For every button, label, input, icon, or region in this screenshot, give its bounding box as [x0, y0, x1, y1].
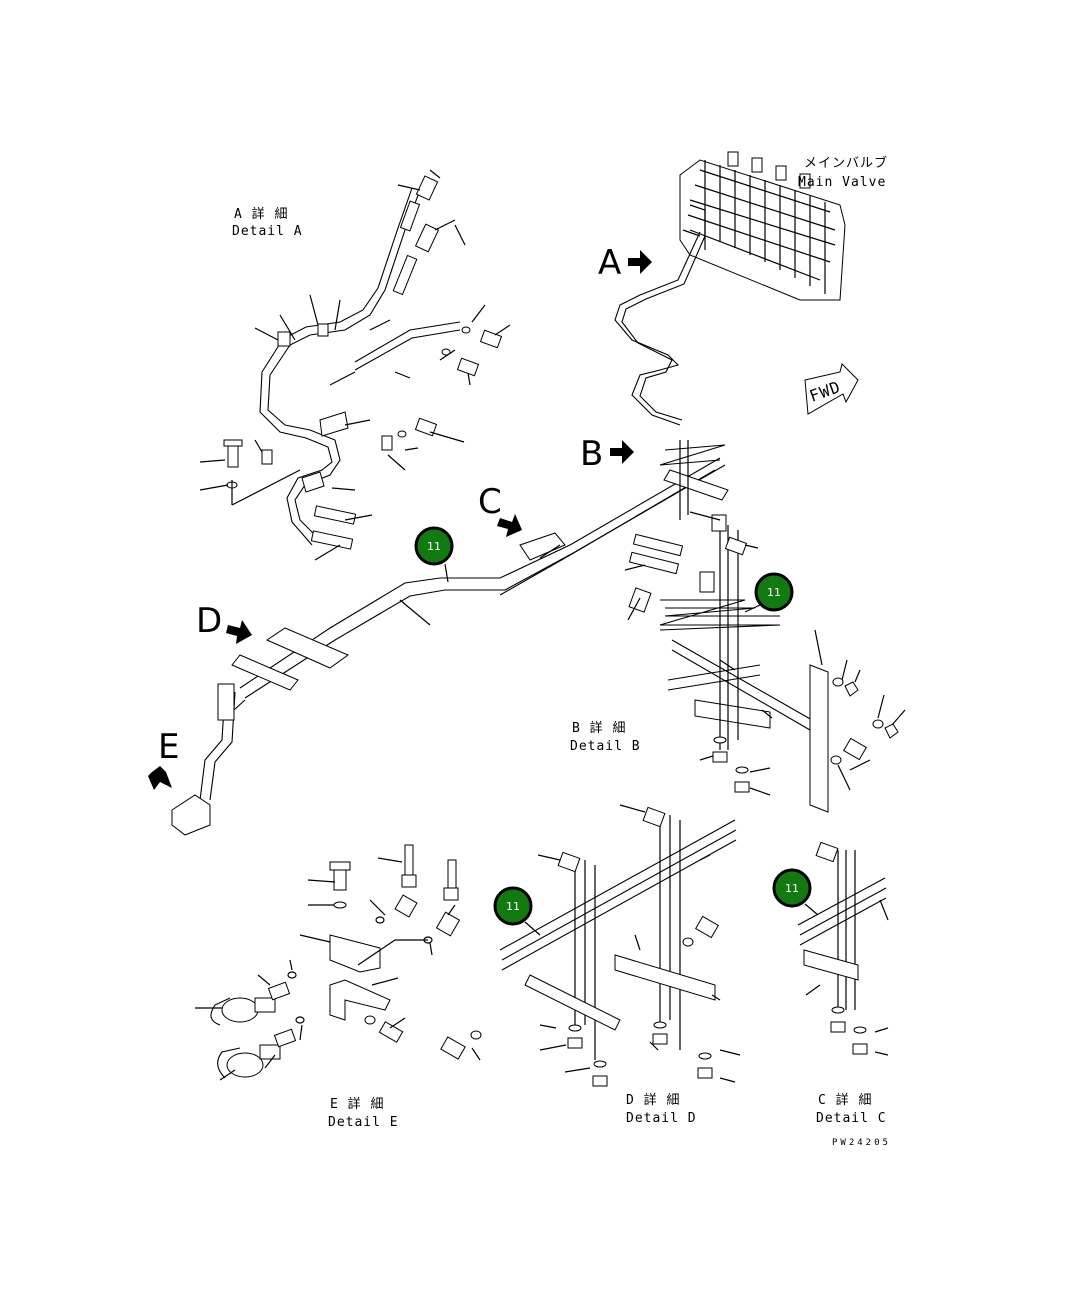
marker-a: A [598, 243, 652, 283]
detail-b-label: B 詳 細 Detail B [570, 720, 641, 754]
svg-text:C 詳 細: C 詳 細 [818, 1092, 872, 1108]
svg-text:E: E [158, 727, 179, 767]
detail-d-label: D 詳 細 Detail D [626, 1092, 697, 1126]
marker-b: B [580, 434, 634, 474]
marker-e-arrow [148, 766, 172, 790]
marker-e: E [148, 727, 179, 790]
detail-e-label: E 詳 細 Detail E [328, 1096, 399, 1130]
callout-11-detail-c: 11 [772, 868, 819, 916]
detail-d-drawing [440, 804, 741, 1087]
marker-a-arrow [628, 250, 652, 274]
detail-e-drawing [195, 844, 461, 1081]
callout-11-detail-b: 11 [744, 572, 794, 613]
callout-11-detail-d: 11 [493, 886, 541, 936]
marker-d: D [196, 601, 252, 644]
svg-text:B: B [580, 434, 603, 474]
marker-c-arrow [497, 514, 522, 537]
svg-text:Detail B: Detail B [570, 739, 641, 754]
callout-11-main-pipe: 11 [414, 526, 454, 583]
drawing-code: PW24205 [832, 1138, 891, 1148]
detail-b-drawing [624, 511, 906, 813]
svg-text:Main Valve: Main Valve [798, 175, 886, 190]
marker-c: C [478, 482, 522, 537]
svg-text:Detail D: Detail D [626, 1111, 697, 1126]
svg-text:C: C [478, 482, 502, 522]
svg-text:A 詳 細: A 詳 細 [234, 206, 288, 222]
svg-text:A: A [598, 243, 621, 283]
svg-text:11: 11 [506, 900, 520, 913]
svg-text:11: 11 [785, 882, 799, 895]
detail-a-label: A 詳 細 Detail A [232, 206, 303, 239]
marker-d-arrow [226, 620, 252, 644]
svg-text:11: 11 [767, 586, 781, 599]
svg-text:11: 11 [427, 540, 441, 553]
detail-c-label: C 詳 細 Detail C [816, 1092, 887, 1126]
marker-b-arrow [610, 440, 634, 464]
main-valve-label: メインバルブ Main Valve [798, 155, 888, 190]
svg-text:D 詳 細: D 詳 細 [626, 1092, 680, 1108]
svg-text:Detail C: Detail C [816, 1111, 887, 1126]
fwd-direction-arrow: FWD [804, 363, 859, 415]
svg-text:E 詳 細: E 詳 細 [330, 1096, 384, 1112]
detail-c-drawing [797, 841, 889, 1056]
svg-text:Detail A: Detail A [232, 224, 303, 239]
svg-text:B 詳 細: B 詳 細 [572, 720, 626, 736]
svg-text:メインバルブ: メインバルブ [804, 155, 888, 171]
main-valve-drawing [679, 151, 846, 301]
svg-text:D: D [196, 601, 222, 641]
main-pipe-run [171, 231, 729, 836]
svg-text:Detail E: Detail E [328, 1115, 399, 1130]
detail-a-drawing [199, 169, 511, 561]
